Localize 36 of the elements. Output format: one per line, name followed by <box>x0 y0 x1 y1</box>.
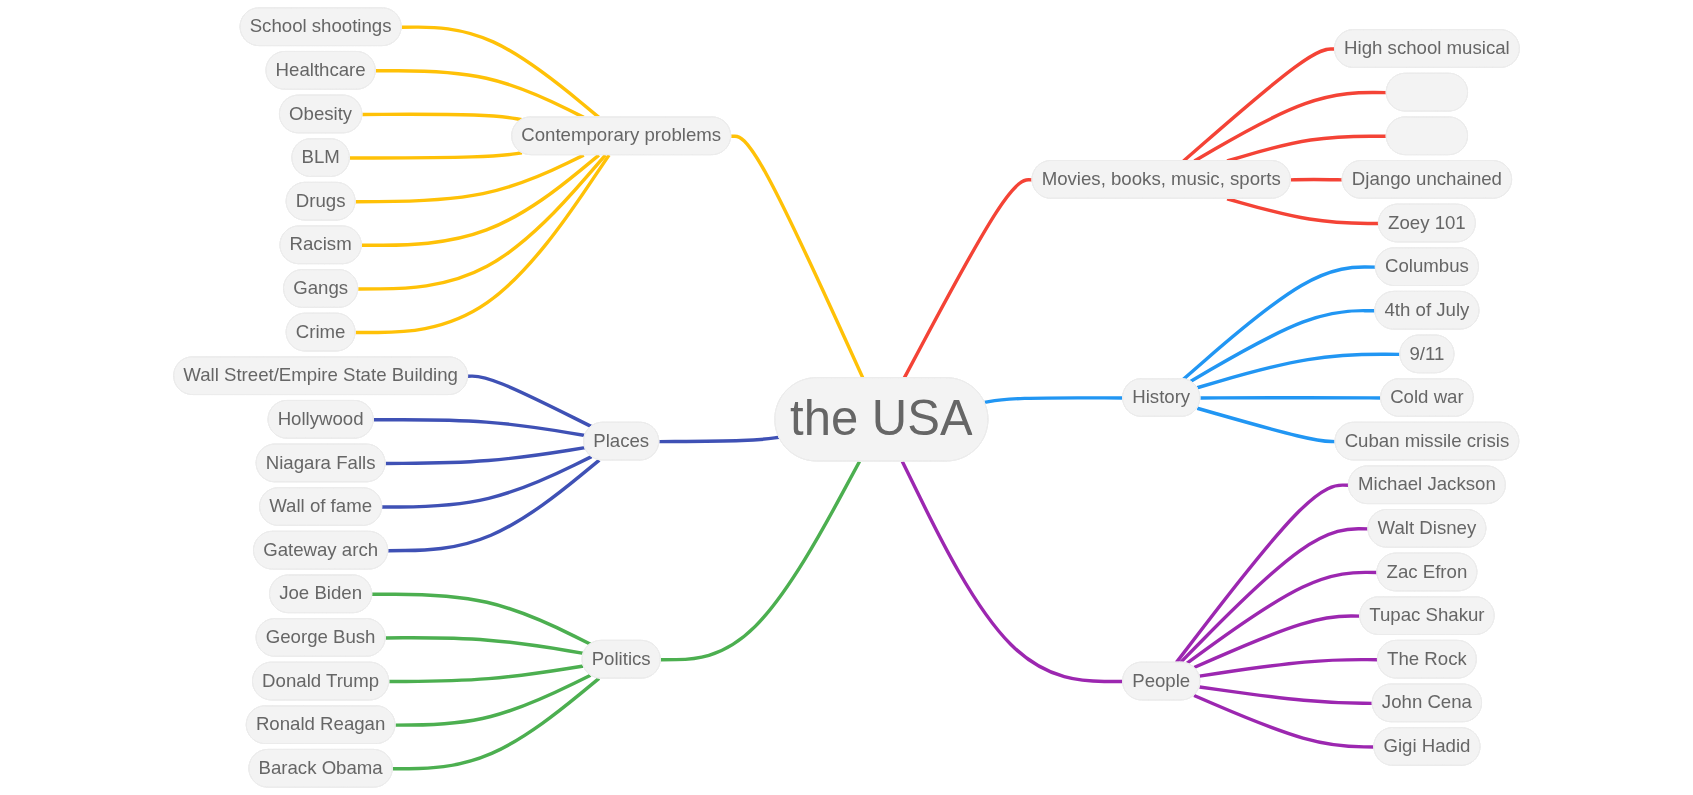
connector <box>389 664 584 684</box>
connector <box>361 153 600 248</box>
connector <box>1193 693 1375 749</box>
connector <box>902 178 1033 379</box>
connector <box>1182 265 1376 381</box>
connector <box>1174 483 1349 664</box>
connector <box>468 374 593 429</box>
connector <box>660 460 862 662</box>
connector <box>1199 657 1378 678</box>
connector <box>395 673 592 727</box>
connector <box>1196 406 1336 444</box>
connector <box>392 677 601 771</box>
connector <box>362 112 523 122</box>
connector <box>385 445 586 466</box>
connector <box>1189 308 1376 383</box>
connector <box>372 592 592 646</box>
connector <box>373 417 586 438</box>
connector <box>1196 352 1401 390</box>
connector <box>659 435 780 444</box>
connector <box>349 151 523 160</box>
connector <box>382 455 593 509</box>
connector <box>1193 614 1361 670</box>
connector <box>355 154 611 335</box>
connector <box>1179 527 1369 664</box>
connector <box>385 636 584 656</box>
connector <box>1199 685 1373 706</box>
connector <box>1185 570 1378 665</box>
connector <box>355 153 585 204</box>
connector <box>1290 177 1343 182</box>
connector <box>900 460 1124 684</box>
connector <box>1226 197 1379 226</box>
connector <box>388 458 601 553</box>
connector <box>731 134 865 379</box>
connector <box>1200 395 1382 400</box>
connector <box>984 396 1124 405</box>
connector <box>358 154 607 291</box>
